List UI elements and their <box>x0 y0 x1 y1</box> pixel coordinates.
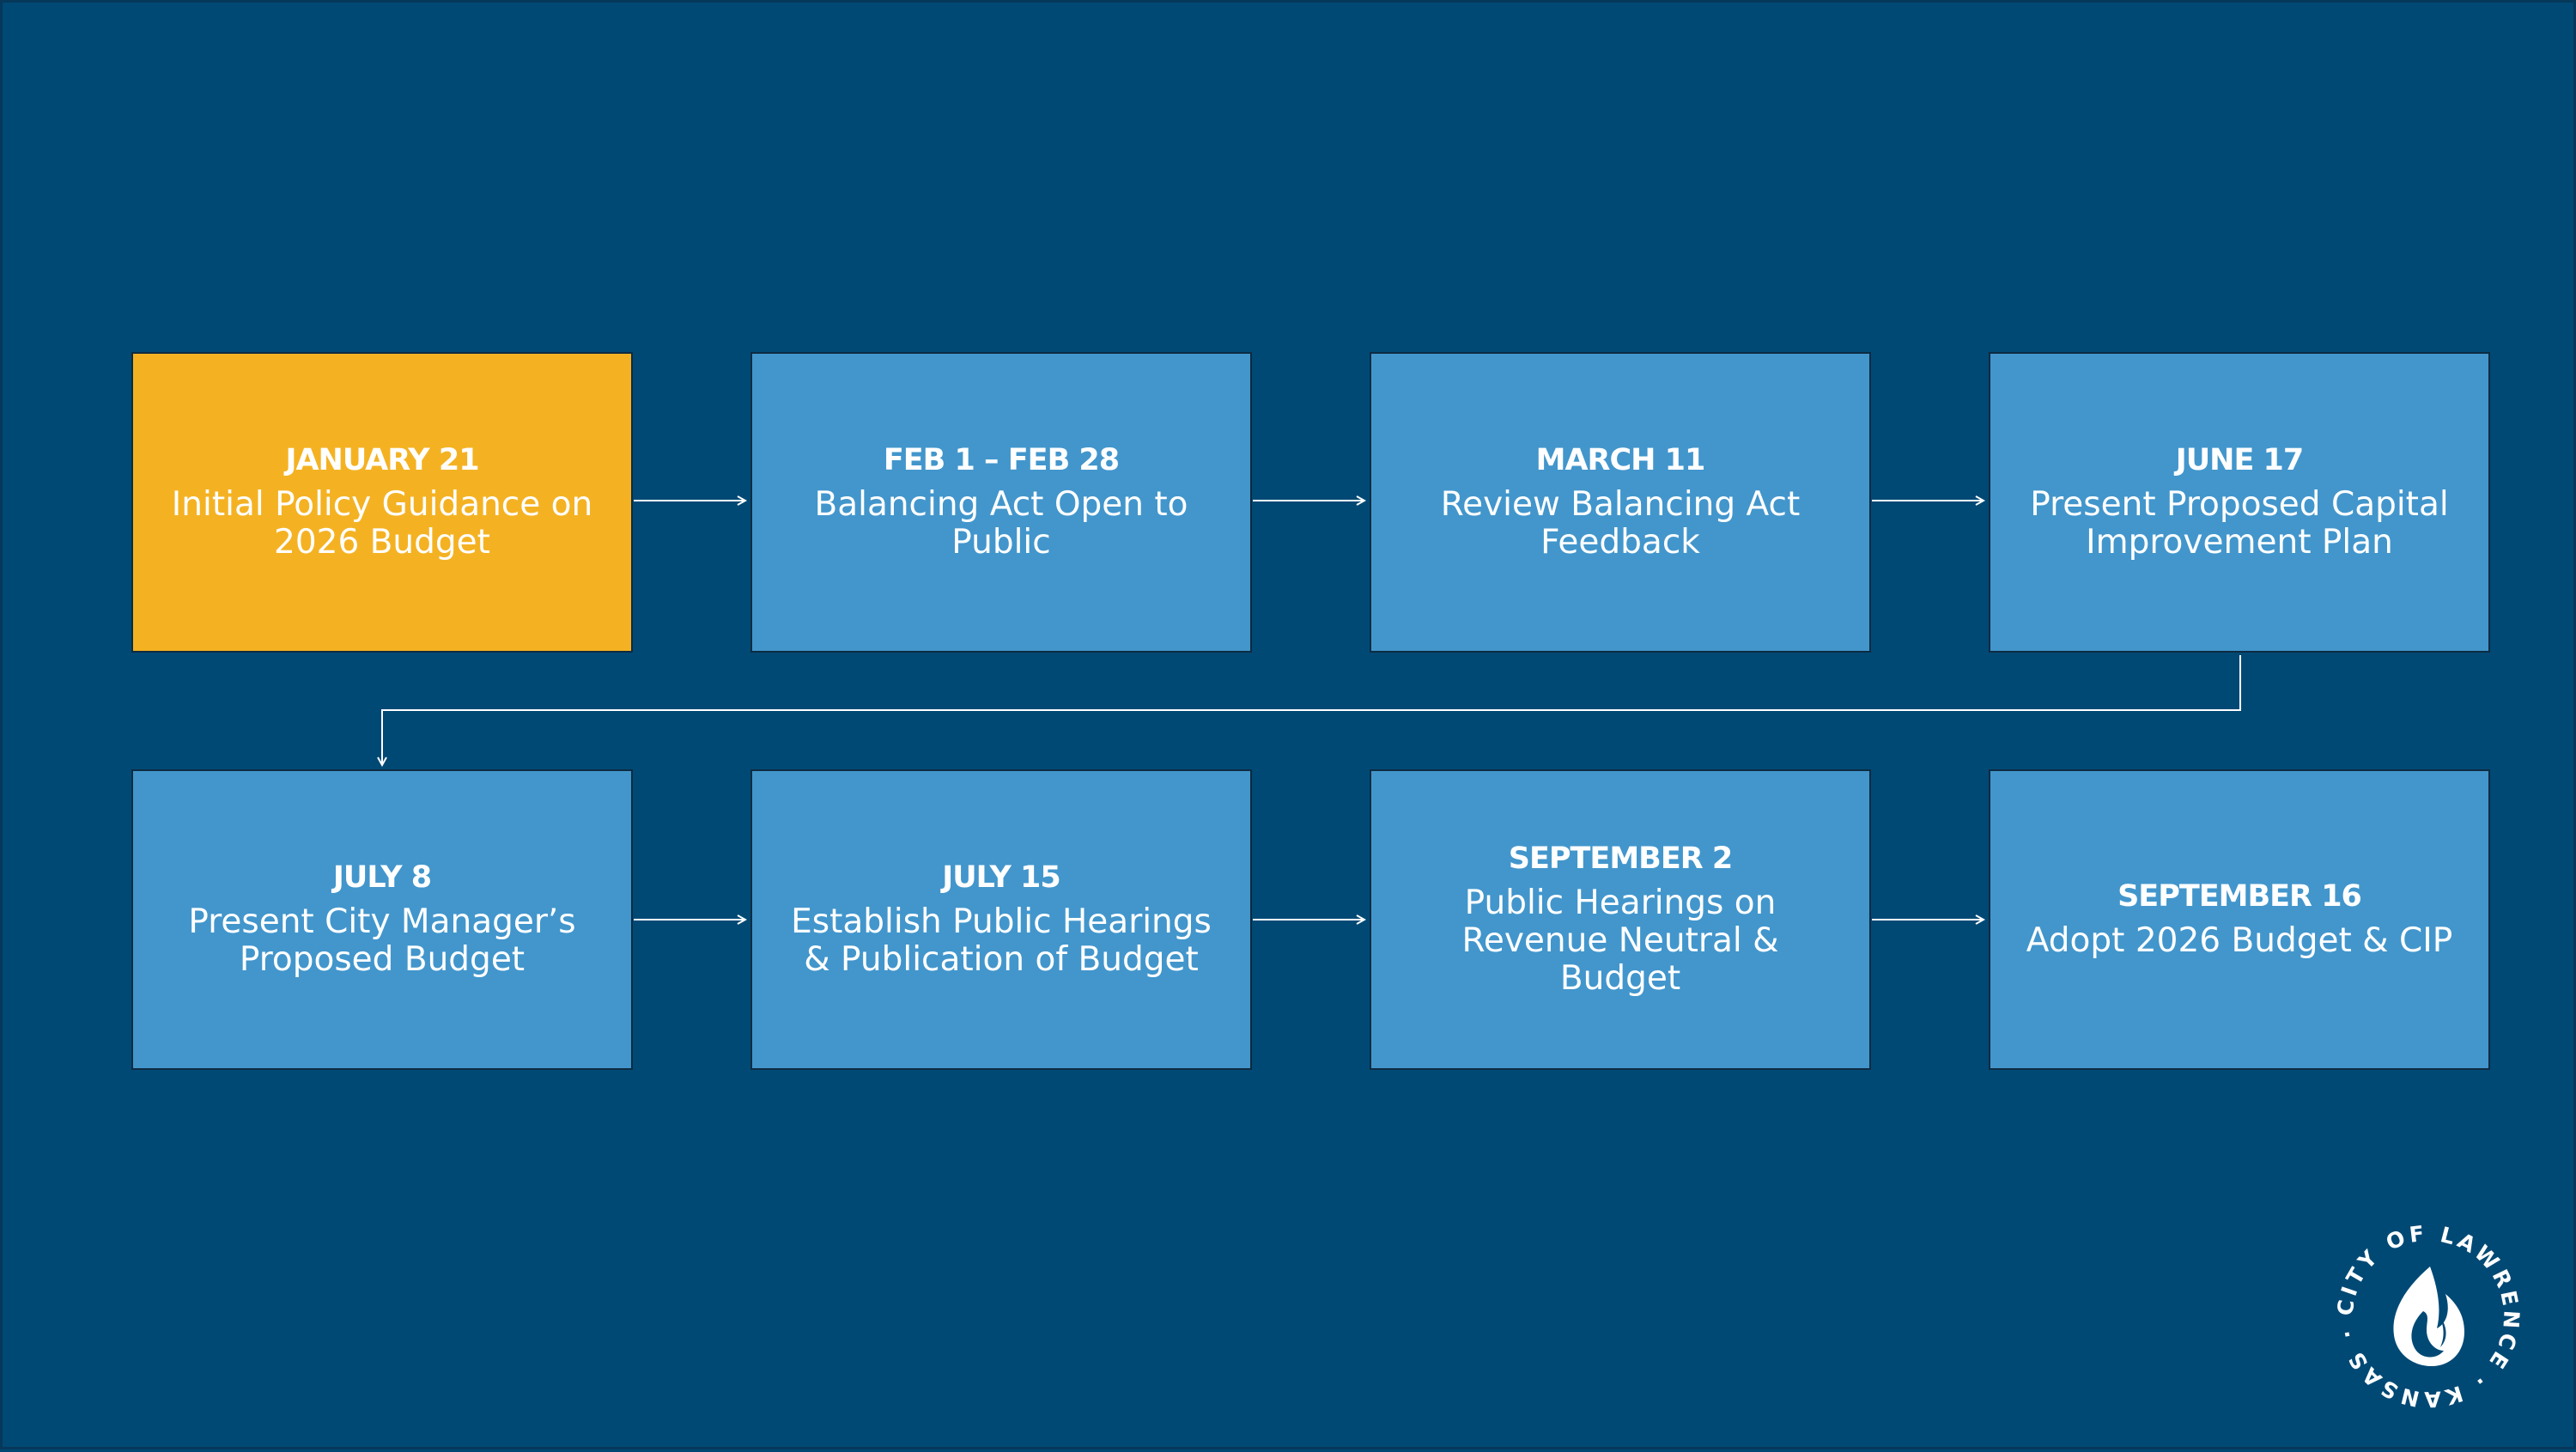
step-8-box: SEPTEMBER 16 Adopt 2026 Budget & CIP <box>1989 769 2490 1070</box>
step-date: JANUARY 21 <box>285 443 479 477</box>
step-description: Balancing Act Open to Public <box>814 485 1188 562</box>
step-date: SEPTEMBER 16 <box>2117 879 2362 914</box>
step-description: Public Hearings on Revenue Neutral & Bud… <box>1461 884 1779 998</box>
step-date: JUNE 17 <box>2175 443 2305 477</box>
step-date: SEPTEMBER 2 <box>1508 841 1733 876</box>
step-date: JULY 8 <box>332 860 432 895</box>
flame-icon <box>2393 1267 2464 1366</box>
step-1-box: JANUARY 21 Initial Policy Guidance on 20… <box>131 352 633 653</box>
timeline-connectors <box>3 3 2241 1452</box>
step-description: Present City Manager’s Proposed Budget <box>188 902 576 979</box>
step-2-box: FEB 1 – FEB 28 Balancing Act Open to Pub… <box>750 352 1252 653</box>
step-description: Present Proposed Capital Improvement Pla… <box>2030 485 2449 562</box>
step-6-box: JULY 15 Establish Public Hearings & Publ… <box>750 769 1252 1070</box>
step-description: Adopt 2026 Budget & CIP <box>2026 921 2453 960</box>
step-description: Review Balancing Act Feedback <box>1440 485 1801 562</box>
step-description: Establish Public Hearings & Publication … <box>791 902 1212 979</box>
step-date: FEB 1 – FEB 28 <box>883 443 1120 477</box>
step-description: Initial Policy Guidance on 2026 Budget <box>171 485 593 562</box>
arrow-4-to-5 <box>382 655 2241 765</box>
step-7-box: SEPTEMBER 2 Public Hearings on Revenue N… <box>1370 769 1871 1070</box>
step-date: MARCH 11 <box>1535 443 1706 477</box>
step-5-box: JULY 8 Present City Manager’s Proposed B… <box>131 769 633 1070</box>
step-date: JULY 15 <box>942 860 1061 895</box>
city-of-lawrence-logo: CITY OF LAWRENCE · KANSAS · <box>2332 1221 2520 1413</box>
step-4-box: JUNE 17 Present Proposed Capital Improve… <box>1989 352 2490 653</box>
step-3-box: MARCH 11 Review Balancing Act Feedback <box>1370 352 1871 653</box>
